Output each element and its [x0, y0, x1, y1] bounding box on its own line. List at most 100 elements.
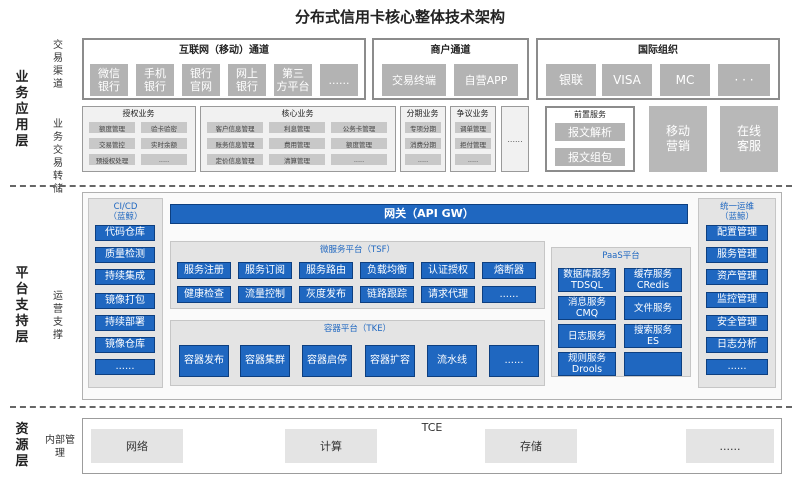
separator-top [10, 185, 792, 187]
ops-panel: 统一运维 （蓝鲸） 配置管理 服务管理 资产管理 监控管理 安全管理 日志分析 … [698, 198, 776, 388]
tsf-item: 灰度发布 [299, 286, 353, 303]
paas-cmq: 消息服务 CMQ [558, 296, 616, 320]
paas-file: 文件服务 [624, 296, 682, 320]
paas-panel: PaaS平台 数据库服务 TDSQL 缓存服务 CRedis 消息服务 CMQ … [551, 247, 691, 377]
ops-monitor: 监控管理 [706, 292, 768, 308]
channel-label: 交易渠道 [53, 40, 63, 90]
paas-empty [624, 352, 682, 376]
ops-more: ...... [706, 359, 768, 375]
channel-third-party: 第三 方平台 [274, 64, 312, 96]
cicd-continuous-integration: 持续集成 [95, 269, 155, 285]
ops-config: 配置管理 [706, 225, 768, 241]
intl-org-title: 国际组织 [638, 44, 678, 56]
paas-title: PaaS平台 [602, 251, 640, 261]
front-service-panel: 前置服务 报文解析 报文组包 [545, 106, 635, 172]
separator-bottom [10, 406, 792, 408]
install-item: ..... [405, 154, 441, 165]
install-item: 消费分期 [405, 138, 441, 149]
intl-mastercard: MC [660, 64, 710, 96]
tke-item: 容器集群 [240, 345, 290, 377]
paas-tdsql: 数据库服务 TDSQL [558, 268, 616, 292]
front-service-title: 前置服务 [574, 110, 606, 119]
tsf-item: 服务注册 [177, 262, 231, 279]
mgmt-label: 内部管理 [45, 435, 75, 459]
dispute-item: 调单管理 [455, 122, 491, 133]
paas-drools: 规则服务 Drools [558, 352, 616, 376]
dispute-item: 拒付管理 [455, 138, 491, 149]
auth-item: 交易管控 [89, 138, 135, 149]
install-item: 专项分期 [405, 122, 441, 133]
ops-title: 统一运维 （蓝鲸） [719, 202, 754, 222]
ops-service: 服务管理 [706, 247, 768, 263]
tke-item: 容器扩容 [365, 345, 415, 377]
tsf-title: 微服务平台（TSF） [320, 245, 395, 255]
intl-more: · · · [718, 64, 770, 96]
auth-business-title: 授权业务 [122, 109, 155, 118]
core-item: 客户信息管理 [207, 122, 263, 133]
auth-item: 额度管理 [89, 122, 135, 133]
core-item: 清算管理 [269, 154, 325, 165]
tke-panel: 容器平台（TKE） 容器发布 容器集群 容器启停 容器扩容 流水线 ...... [170, 320, 545, 386]
core-business-panel: 核心业务 客户信息管理 利息管理 公务卡管理 账务信息管理 费用管理 额度管理 … [200, 106, 396, 172]
channel-online-bank: 网上 银行 [228, 64, 266, 96]
cicd-quality-check: 质量检测 [95, 247, 155, 263]
dispute-item: ..... [455, 154, 491, 165]
core-item: ..... [331, 154, 387, 165]
cicd-panel: CI/CD （蓝鲸） 代码仓库 质量检测 持续集成 镜像打包 持续部署 镜像仓库… [88, 198, 163, 388]
api-gateway: 网关（API GW） [170, 204, 688, 224]
auth-item: ..... [141, 154, 187, 165]
layer-business-label: 业务应用层 [15, 70, 29, 149]
layer-resource-label: 资源层 [15, 422, 29, 469]
online-service: 在线 客服 [720, 106, 778, 172]
intl-unionpay: 银联 [546, 64, 596, 96]
tke-item: 容器启停 [302, 345, 352, 377]
front-pack: 报文组包 [555, 148, 625, 166]
core-item: 额度管理 [331, 138, 387, 149]
tsf-panel: 微服务平台（TSF） 服务注册 服务订阅 服务路由 负载均衡 认证授权 熔断器 … [170, 241, 545, 309]
resource-network: 网络 [91, 429, 183, 463]
tsf-item: 请求代理 [421, 286, 475, 303]
tke-item: ...... [489, 345, 539, 377]
install-business-panel: 分期业务 专项分期 消费分期 ..... [400, 106, 446, 172]
resource-storage: 存储 [485, 429, 577, 463]
core-item: 利息管理 [269, 122, 325, 133]
cicd-image-repo: 镜像仓库 [95, 337, 155, 353]
tsf-item: 健康检查 [177, 286, 231, 303]
paas-log: 日志服务 [558, 324, 616, 348]
tsf-item: 服务路由 [299, 262, 353, 279]
tke-item: 流水线 [427, 345, 477, 377]
resource-title: TCE [421, 420, 443, 434]
channel-mobile-bank: 手机 银行 [136, 64, 174, 96]
channel-wechat-bank: 微信 银行 [90, 64, 128, 96]
auth-business-panel: 授权业务 额度管理 验卡验密 交易管控 实时余额 预授权处理 ..... [82, 106, 196, 172]
dispute-business-title: 争议业务 [456, 109, 489, 118]
tke-item: 容器发布 [179, 345, 229, 377]
merchant-channel-panel: 商户通道 交易终端 自营APP [372, 38, 529, 100]
intl-visa: VISA [602, 64, 652, 96]
tsf-item: 链路跟踪 [360, 286, 414, 303]
channel-more: ...... [320, 64, 358, 96]
cicd-continuous-deploy: 持续部署 [95, 315, 155, 331]
layer-platform-label: 平台支持层 [15, 266, 29, 345]
merchant-channel-title: 商户通道 [430, 44, 471, 56]
tke-title: 容器平台（TKE） [323, 324, 392, 334]
internet-channel-title: 互联网（移动）通道 [179, 44, 269, 56]
cicd-image-pack: 镜像打包 [95, 293, 155, 309]
ops-asset: 资产管理 [706, 269, 768, 285]
internet-channel-panel: 互联网（移动）通道 微信 银行 手机 银行 银行 官网 网上 银行 第三 方平台… [82, 38, 366, 100]
resource-more: ...... [686, 429, 774, 463]
tsf-item: 服务订阅 [238, 262, 292, 279]
tsf-item: 认证授权 [421, 262, 475, 279]
ops-log-analysis: 日志分析 [706, 337, 768, 353]
auth-item: 实时余额 [141, 138, 187, 149]
front-parse: 报文解析 [555, 123, 625, 141]
resource-frame: TCE 网络 计算 存储 ...... [82, 418, 782, 474]
core-item: 定价信息管理 [207, 154, 263, 165]
core-item: 账务信息管理 [207, 138, 263, 149]
ops-security: 安全管理 [706, 315, 768, 331]
auth-item: 验卡验密 [141, 122, 187, 133]
paas-credis: 缓存服务 CRedis [624, 268, 682, 292]
cicd-title: CI/CD （蓝鲸） [108, 202, 143, 222]
cicd-code-repo: 代码仓库 [95, 225, 155, 241]
tsf-item: 流量控制 [238, 286, 292, 303]
